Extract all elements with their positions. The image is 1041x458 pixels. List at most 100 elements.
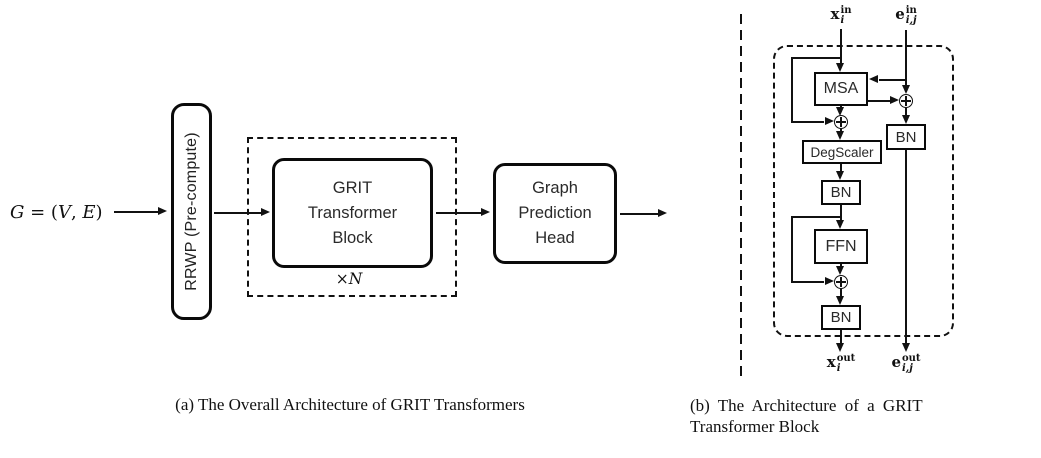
graph-prediction-head-box: Graph Prediction Head (493, 163, 617, 264)
grit-transformer-block-box: GRIT Transformer Block (272, 158, 433, 268)
arrowhead-bn-to-ffn (836, 220, 844, 229)
edge-bn-box: BN (886, 124, 926, 150)
graph-prediction-head-label: Graph Prediction Head (518, 176, 591, 251)
grit-line-3: Block (332, 228, 373, 247)
node-output-base: x (826, 353, 836, 371)
arrowhead-residual2 (825, 277, 834, 285)
degscaler-label: DegScaler (810, 144, 874, 160)
residual2-top-line (791, 216, 841, 218)
math-eq: = ( (24, 202, 58, 223)
ffn-label: FFN (825, 237, 857, 255)
arrowhead-edge-output (902, 343, 910, 352)
math-sep: , (70, 202, 83, 223)
arrowhead-rrwp-to-grit (261, 208, 270, 216)
caption-figure-a: (a) The Overall Architecture of GRIT Tra… (175, 395, 525, 414)
edge-to-msa-line (879, 79, 906, 81)
edge-input-base: e (895, 5, 905, 23)
caption-figure-b-line2: Transformer Block (690, 417, 820, 436)
head-line-1: Graph (532, 179, 578, 197)
oplus1-to-degscaler-line (840, 129, 842, 132)
node-output-sub: i (836, 362, 841, 374)
degscaler-to-bn-line (840, 164, 842, 172)
bn-final-label: BN (830, 309, 852, 326)
graph-input-label: G = (V, E) (10, 201, 103, 225)
node-add-operator1-icon (834, 115, 848, 129)
arrowhead-oplus1-to-degscaler (836, 131, 844, 140)
residual1-side-line (791, 57, 793, 122)
math-var-v: V (57, 202, 71, 223)
times-symbol: × (335, 270, 349, 288)
edge-output-sup: out (901, 353, 921, 364)
oplus2-to-bnfinal-line (840, 289, 842, 297)
edge-add-operator-icon (899, 94, 913, 108)
repeat-times-n-label: ×N (327, 270, 371, 288)
math-var-g: G (10, 202, 25, 223)
degscaler-box: DegScaler (802, 140, 882, 164)
arrowhead-residual1 (825, 117, 834, 125)
ffn-box: FFN (814, 229, 868, 264)
edge-bn-label: BN (895, 128, 917, 146)
bn-to-ffn-line (840, 205, 842, 221)
grit-block-dashed-container (773, 45, 954, 337)
grit-line-2: Transformer (307, 203, 398, 222)
node-add-operator2-icon (834, 275, 848, 289)
msa-to-edge-oplus-line (868, 100, 890, 102)
residual2-bottom-line (791, 281, 824, 283)
arrowhead-edge-into-msa (869, 75, 878, 83)
edge-input-line (905, 30, 907, 86)
arrow-input-to-rrwp (114, 211, 160, 213)
arrowhead-grit-to-head (481, 208, 490, 216)
math-var-n: N (348, 270, 363, 288)
rrwp-precompute-label: RRWP (Pre-compute) (183, 132, 201, 291)
arrowhead-msa-to-node-oplus (836, 107, 844, 116)
arrow-head-output (620, 213, 659, 215)
head-line-2: Prediction (518, 204, 592, 222)
grit-transformer-block-label: GRIT Transformer Block (308, 176, 397, 251)
node-input-sup: in (840, 5, 852, 16)
arrowhead-ffn-to-oplus2 (836, 266, 844, 275)
arrowhead-oplus2-to-bnfinal (836, 296, 844, 305)
arrowhead-msa-to-edge-oplus (890, 96, 899, 104)
rrwp-precompute-box: RRWP (Pre-compute) (171, 103, 212, 320)
math-var-e: E (82, 202, 96, 223)
node-output-line (840, 330, 842, 344)
edge-output-line (905, 150, 907, 344)
math-close: ) (95, 202, 103, 223)
msa-label: MSA (823, 80, 859, 97)
residual2-side-line (791, 216, 793, 282)
figure-separator-dashed-line (740, 14, 742, 380)
grit-line-1: GRIT (332, 178, 373, 197)
arrowhead-input-to-rrwp (158, 207, 167, 215)
arrowhead-node-into-msa (836, 63, 844, 72)
edge-output-base: e (891, 353, 901, 371)
arrowhead-edge-into-oplus (902, 85, 910, 94)
residual1-top-line (791, 57, 841, 59)
node-input-sub: i (840, 14, 845, 26)
residual1-bottom-line (791, 121, 824, 123)
bn-after-degscaler-label: BN (830, 184, 852, 201)
node-input-base: x (830, 5, 840, 23)
edge-input-sup: in (905, 5, 917, 16)
msa-box: MSA (814, 72, 868, 106)
edge-oplus-to-bn-line (905, 108, 907, 116)
arrow-rrwp-to-grit (214, 212, 263, 214)
arrow-grit-to-head (436, 212, 482, 214)
arrowhead-edge-oplus-to-bn (902, 115, 910, 124)
head-line-3: Head (535, 229, 575, 247)
arrowhead-head-output (658, 209, 667, 217)
arrowhead-degscaler-to-bn (836, 171, 844, 180)
arrowhead-node-output (836, 343, 844, 352)
bn-after-degscaler-box: BN (821, 180, 861, 205)
node-output-sup: out (836, 353, 856, 364)
edge-input-sub: i,j (905, 14, 917, 26)
repeat-dashed-container (247, 137, 457, 297)
node-input-line (840, 29, 842, 64)
